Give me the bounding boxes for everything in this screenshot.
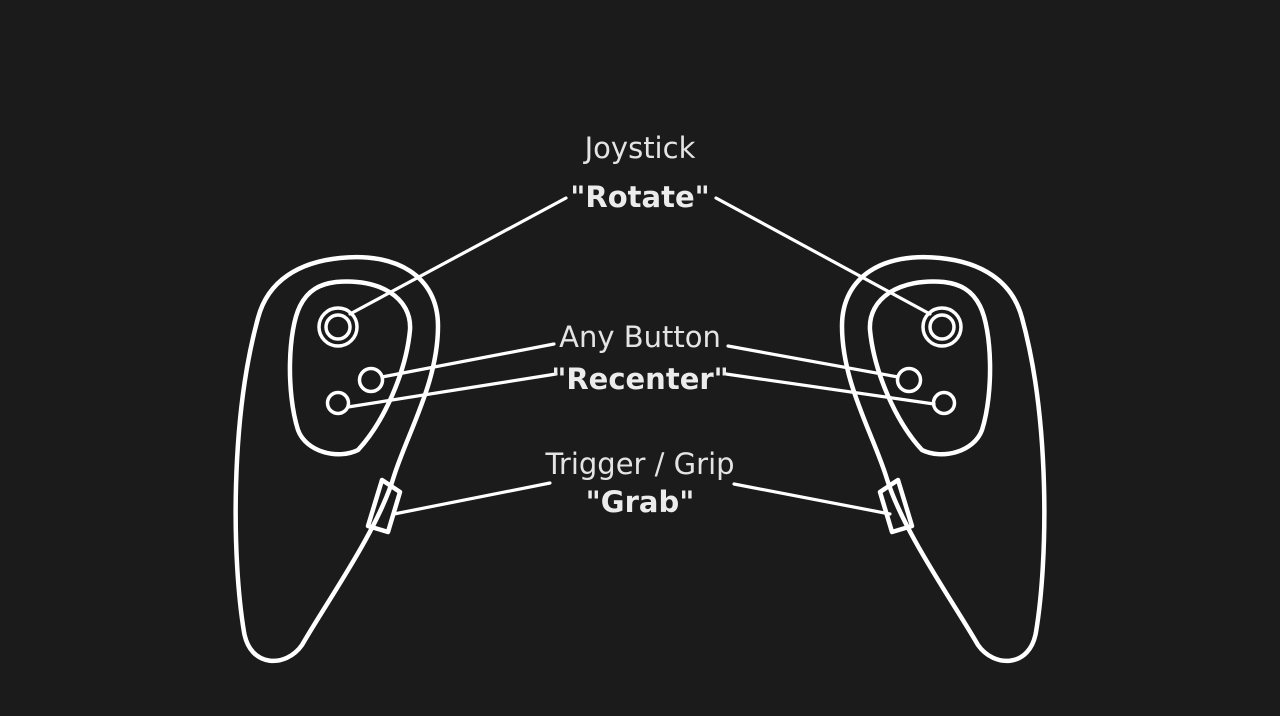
left-trigger-grip: [365, 477, 403, 535]
joystick-leader-right: [714, 196, 932, 316]
any-button-action-label: "Recenter": [551, 362, 729, 396]
joystick-label: Joystick: [584, 131, 696, 165]
right-joystick-inner: [928, 313, 956, 341]
left-controller: [233, 254, 441, 664]
joystick-leader-left: [348, 196, 568, 316]
right-button-lower: [931, 390, 957, 416]
right-controller-face-plate: [867, 279, 993, 457]
left-joystick-outer: [317, 306, 359, 348]
left-controller-face-plate: [287, 279, 413, 457]
any-button-label: Any Button: [559, 320, 721, 354]
button-leader-left-lower: [346, 372, 558, 409]
left-joystick-inner: [324, 313, 352, 341]
right-trigger-grip: [877, 477, 915, 535]
left-button-lower: [325, 390, 351, 416]
right-controller-body: [839, 254, 1047, 664]
right-controller: [839, 254, 1047, 664]
grip-leader-right: [732, 482, 892, 516]
joystick-action-label: "Rotate": [570, 180, 710, 214]
right-button-upper: [895, 366, 923, 394]
leader-lines: [346, 196, 936, 516]
left-button-upper: [357, 366, 385, 394]
button-leader-right-upper: [726, 344, 900, 379]
grip-leader-left: [392, 481, 552, 516]
button-leader-left-upper: [380, 342, 556, 379]
trigger-grip-action-label: "Grab": [585, 485, 695, 519]
left-controller-body: [233, 254, 441, 664]
right-joystick-outer: [921, 306, 963, 348]
trigger-grip-label: Trigger / Grip: [545, 447, 735, 481]
button-leader-right-lower: [724, 372, 936, 406]
